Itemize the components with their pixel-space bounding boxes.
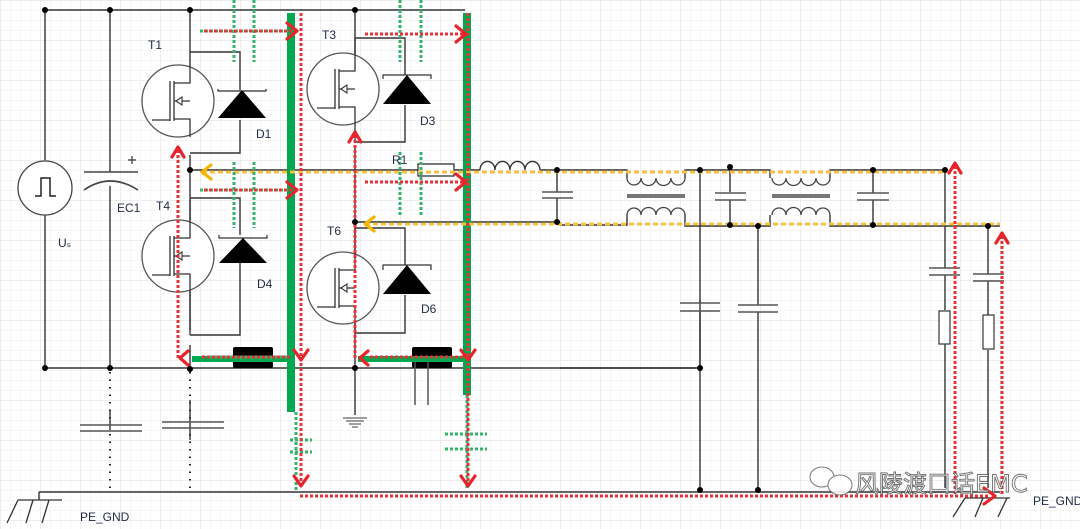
capacitor-icon — [83, 156, 139, 191]
capacitor-icon — [162, 421, 224, 429]
diode-icon — [218, 235, 268, 263]
diode-icon — [217, 89, 267, 118]
diode-icon — [382, 74, 432, 104]
parasitic-caps — [80, 372, 224, 492]
label-pe-gnd-left: PE_GND — [80, 510, 130, 524]
label-d3: D3 — [420, 114, 436, 128]
capacitor-icon — [680, 302, 720, 312]
pulse-source-icon — [17, 160, 73, 216]
parasitic-capacitor-plates — [414, 360, 429, 405]
watermark: 风陵渡口话EMC — [809, 466, 1028, 498]
arrow-left-icon — [363, 215, 376, 233]
label-pe-gnd-right: PE_GND — [1033, 494, 1080, 508]
label-t1: T1 — [148, 38, 162, 52]
ground-icon — [343, 417, 367, 428]
label-d6: D6 — [421, 302, 437, 316]
common-mode-path — [170, 13, 1010, 506]
mosfet-icon — [141, 64, 215, 138]
label-r1: R1 — [392, 153, 408, 167]
capacitor-icon — [857, 192, 889, 201]
common-mode-choke-icon — [626, 177, 686, 216]
arrow-left-icon — [200, 163, 213, 181]
capacitor-icon — [715, 192, 746, 201]
resistor-icon — [982, 314, 995, 350]
watermark-text: 风陵渡口话EMC — [855, 470, 1028, 498]
label-d1: D1 — [256, 127, 272, 141]
label-ec1: EC1 — [117, 201, 141, 215]
diode-icon — [382, 264, 432, 294]
label-t3: T3 — [322, 28, 336, 42]
capacitor-icon — [80, 424, 142, 432]
mosfet-icon — [306, 38, 380, 143]
label-t6: T6 — [327, 224, 341, 238]
inductor-icon — [479, 160, 541, 171]
resistor-icon — [417, 163, 455, 177]
capacitor-icon — [738, 304, 778, 313]
wechat-icon — [809, 466, 853, 496]
chassis-ground-icon — [6, 499, 62, 524]
resistor-icon — [938, 310, 951, 345]
label-d4: D4 — [257, 277, 273, 291]
chassis-ground-icon — [952, 497, 1010, 518]
capacitor-icon — [973, 273, 1004, 282]
capacitor-icon — [542, 191, 573, 199]
label-source: Uₛ — [58, 236, 71, 250]
label-t4: T4 — [156, 199, 170, 213]
differential-mode-path — [200, 163, 1000, 233]
common-mode-choke-icon — [771, 177, 831, 216]
junction-dots — [42, 7, 991, 493]
